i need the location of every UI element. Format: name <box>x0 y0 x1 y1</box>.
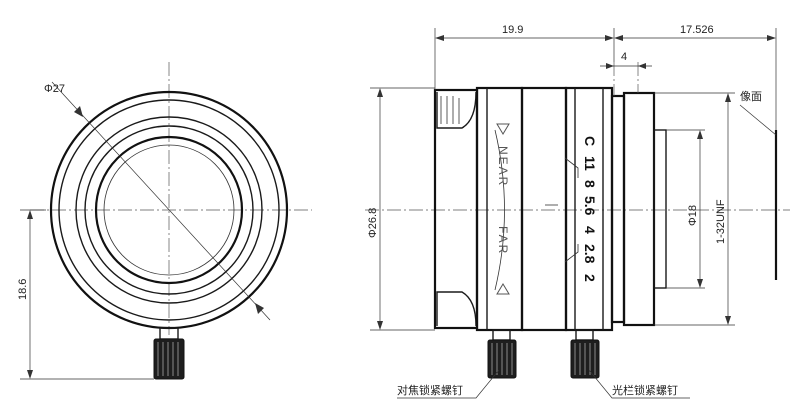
far-arrow-icon <box>496 283 510 295</box>
focus-screw-leader <box>397 369 500 399</box>
thread-arrow-top <box>725 93 731 102</box>
mount-diam-arrow-bottom <box>697 279 703 288</box>
outer-diam-arrow-top <box>377 88 383 97</box>
scale-bracket-bottom <box>564 244 579 263</box>
rear-flange <box>610 94 626 324</box>
height-arrow-bottom <box>27 370 33 379</box>
mount-diam-arrow-top <box>697 130 703 139</box>
aperture-scale-4: 4 <box>582 226 598 234</box>
front-ring-section-bottom <box>436 291 477 327</box>
far-text: FAR <box>496 226 510 255</box>
side-view: 像面 19.9 17.526 4 Φ26.8 Φ18 <box>365 24 790 399</box>
body-length-arrow-r <box>605 35 614 41</box>
front-ring-circle-2 <box>75 116 263 304</box>
outer-diam-text: Φ26.8 <box>367 208 379 238</box>
aperture-scale-2: 2 <box>582 274 598 282</box>
mount-body <box>622 91 656 327</box>
iris-screw-leader <box>588 369 690 399</box>
image-plane-leader <box>739 104 777 136</box>
back-length-arrow-l <box>614 35 623 41</box>
middle-section-body <box>520 86 568 332</box>
focus-screw-label: 对焦锁紧螺钉 <box>397 383 463 397</box>
front-diameter-text: Φ27 <box>44 83 65 95</box>
height-text: 18.6 <box>17 279 29 300</box>
flange-arrow-r <box>638 63 646 69</box>
iris-screw-neck <box>575 329 594 341</box>
body-length-text: 19.9 <box>502 24 523 36</box>
focus-screw-knurl <box>491 343 513 375</box>
front-ring-hatch-top <box>440 96 460 124</box>
front-diameter-arrow-2 <box>255 303 264 314</box>
aperture-scale-5-6: 5.6 <box>582 196 598 216</box>
focus-ring-arc <box>494 129 505 291</box>
iris-screw-knurl <box>574 343 596 375</box>
aperture-scale-8: 8 <box>582 180 598 188</box>
back-length-text: 17.526 <box>680 24 714 36</box>
mount-thread <box>653 129 667 289</box>
front-lens-circle <box>94 135 244 285</box>
front-glass-circle <box>103 144 235 276</box>
thread-arrow-bottom <box>725 316 731 325</box>
height-arrow-top <box>27 210 33 219</box>
flange-arrow-l <box>606 63 614 69</box>
front-diameter-arrow-1 <box>74 106 83 117</box>
outer-diam-arrow-bottom <box>377 321 383 330</box>
flange-text: 4 <box>621 51 627 63</box>
iris-screw-label: 光栏锁紧螺钉 <box>612 383 678 397</box>
front-ring-circle-3 <box>84 125 254 295</box>
aperture-scale-11: 11 <box>582 156 598 171</box>
image-plane-label: 像面 <box>740 90 762 103</box>
front-screw-head <box>153 338 185 380</box>
back-length-arrow-r <box>767 35 776 41</box>
front-screw-knurl <box>157 342 179 376</box>
front-ring-circle-1 <box>58 99 280 321</box>
thread-text: 1-32UNF <box>715 199 727 244</box>
scale-bracket-top <box>564 157 579 178</box>
aperture-scale-2-8: 2.8 <box>582 244 598 264</box>
front-view: Φ27 18.6 <box>17 62 312 380</box>
aperture-scale-c: C <box>582 136 598 146</box>
near-arrow-icon <box>496 123 510 135</box>
near-text: NEAR <box>496 146 510 187</box>
front-diameter-leader <box>51 81 271 321</box>
body-length-arrow-l <box>435 35 444 41</box>
front-ring-section-top <box>436 91 477 129</box>
focus-screw-neck <box>492 329 511 341</box>
mount-diam-text: Φ18 <box>687 205 699 226</box>
